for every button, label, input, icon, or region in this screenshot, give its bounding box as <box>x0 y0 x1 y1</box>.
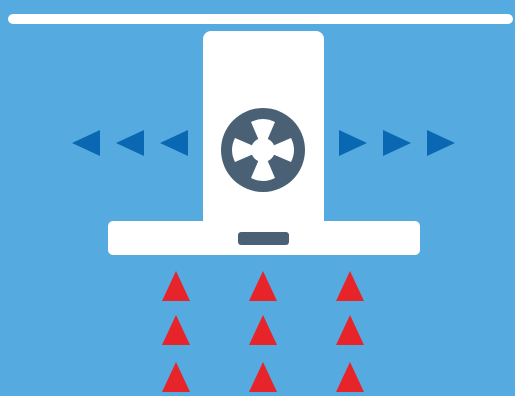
steam-up-icon <box>162 271 190 301</box>
steam-up-icon <box>249 271 277 301</box>
steam-up-icon <box>162 315 190 345</box>
airflow-left-group <box>72 130 190 156</box>
steam-up-icon <box>162 362 190 392</box>
control-panel <box>238 232 289 245</box>
fan-hub <box>251 138 275 162</box>
arrow-right-icon <box>339 130 367 156</box>
steam-up-icon <box>336 271 364 301</box>
steam-column-right <box>336 271 364 396</box>
steam-up-icon <box>336 362 364 392</box>
arrow-left-icon <box>116 130 144 156</box>
arrow-right-icon <box>383 130 411 156</box>
steam-up-icon <box>249 315 277 345</box>
steam-up-icon <box>336 315 364 345</box>
steam-column-center <box>249 271 277 396</box>
steam-column-left <box>162 271 190 396</box>
arrow-left-icon <box>72 130 100 156</box>
arrow-right-icon <box>427 130 455 156</box>
ceiling-line <box>8 14 513 24</box>
steam-up-icon <box>249 362 277 392</box>
airflow-right-group <box>336 130 456 156</box>
fan-icon <box>221 108 305 192</box>
arrow-left-icon <box>160 130 188 156</box>
